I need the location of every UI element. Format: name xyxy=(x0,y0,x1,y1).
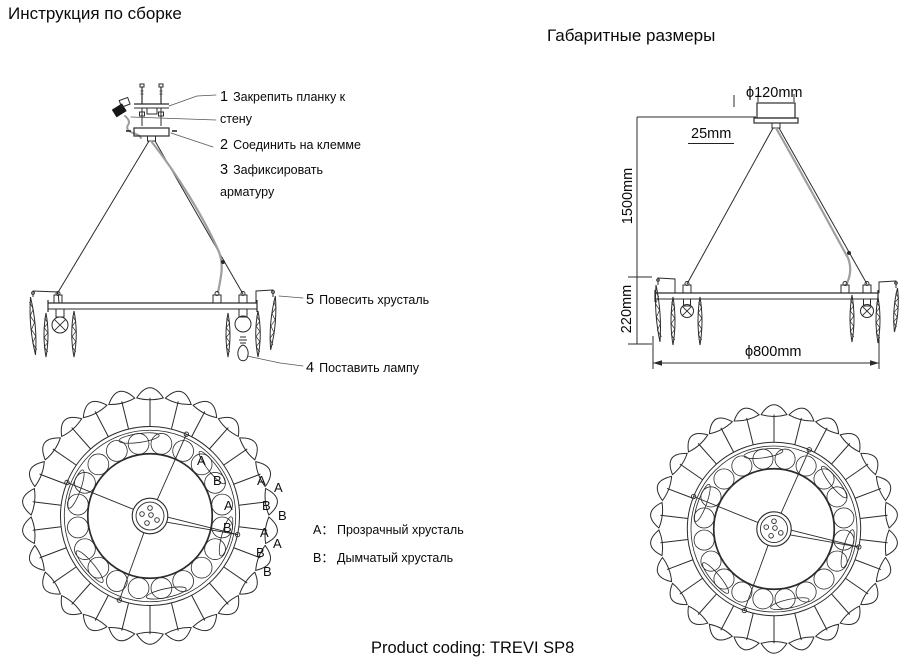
dim-canopy-height: 25mm xyxy=(688,126,735,144)
crystal-type-label: A xyxy=(274,480,283,495)
crystal-type-label: B xyxy=(223,520,232,535)
step-3-number: 3 xyxy=(220,162,229,178)
assembly-title: Инструкция по сборке xyxy=(8,4,182,23)
crystal-type-label: B xyxy=(262,498,271,513)
step-2-number: 2 xyxy=(220,137,229,153)
step-3-label-line2: арматуру xyxy=(220,185,275,199)
crystal-type-label: A xyxy=(257,473,266,488)
crystal-type-label: A xyxy=(197,453,206,468)
crystal-type-label: B xyxy=(278,508,287,523)
crystal-type-label: B xyxy=(256,545,265,560)
dim-canopy-diameter: ϕ120mm xyxy=(746,85,803,101)
dim-body-height: 220mm xyxy=(619,284,635,334)
dimensions-title: Габаритные размеры xyxy=(547,26,716,45)
crystal-type-label: B xyxy=(263,564,272,579)
crystal-type-label: B xyxy=(213,473,222,488)
step-1-label-line2: стену xyxy=(220,112,252,126)
crystal-type-label: A xyxy=(260,525,269,540)
dim-body-diameter: ϕ800mm xyxy=(745,344,802,360)
step-4-number: 4 xyxy=(306,360,315,376)
step-1-number: 1 xyxy=(220,89,229,105)
dim-drop-height: 1500mm xyxy=(620,167,636,225)
step-5-number: 5 xyxy=(306,292,315,308)
crystal-type-label: A xyxy=(273,536,282,551)
legend-clear-crystal: A：Прозрачный хрусталь xyxy=(313,523,464,537)
product-code: Product coding: TREVI SP8 xyxy=(371,639,575,657)
legend-smoky-crystal: B：Дымчатый хрусталь xyxy=(313,551,454,565)
crystal-type-label: A xyxy=(224,498,233,513)
